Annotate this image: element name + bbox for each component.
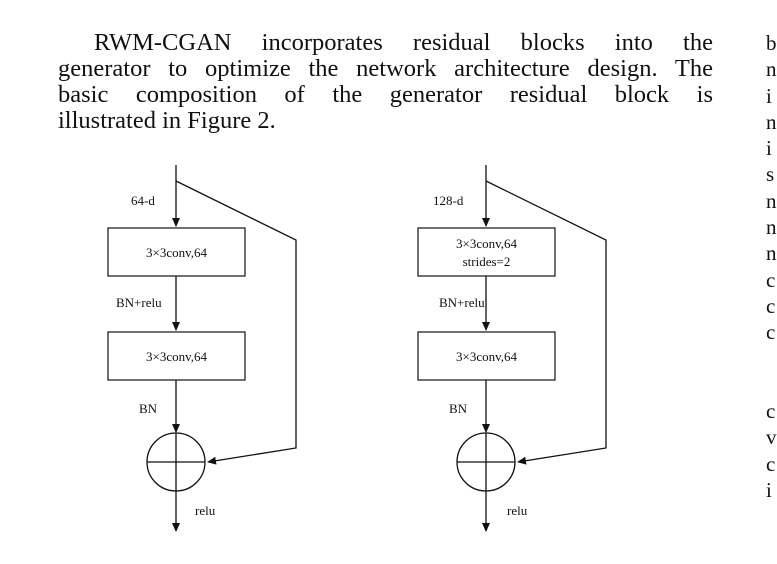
paragraph-line: RWM-CGAN incorporates residual blocks in… xyxy=(94,29,713,56)
right-skip-connection xyxy=(485,180,607,465)
right-conv1-box xyxy=(417,227,556,277)
right-out-label: relu xyxy=(507,503,528,518)
left-conv1-box xyxy=(107,227,246,277)
right-input-label: 128-d xyxy=(433,193,464,208)
paragraph-line: generator to optimize the network archit… xyxy=(58,55,713,82)
left-conv2-label: 3×3conv,64 xyxy=(146,349,208,364)
right-mid-label: BN+relu xyxy=(439,295,485,310)
right-column-fragment: c xyxy=(766,451,776,476)
left-skip-connection xyxy=(175,180,297,465)
paragraph-line: basic composition of the generator resid… xyxy=(58,81,713,108)
right-column-fragment: c xyxy=(766,399,776,424)
right-column-fragment: s xyxy=(766,162,775,187)
left-conv1-label: 3×3conv,64 xyxy=(146,245,208,260)
left-mid-label: BN+relu xyxy=(116,295,162,310)
right-conv2-box xyxy=(417,331,556,381)
right-column-fragment: c xyxy=(766,267,776,292)
right-column-fragment: i xyxy=(766,478,772,503)
right-residual-block: 128-d 3×3conv,64 strides=2 BN+relu 3×3co… xyxy=(417,165,607,532)
left-residual-block: 64-d 3×3conv,64 BN+relu 3×3conv,64 BN re… xyxy=(107,165,297,532)
left-conv2-box xyxy=(107,331,246,381)
right-column-fragment: c xyxy=(766,320,776,345)
right-column-fragment: n xyxy=(766,57,777,82)
right-column-fragment: c xyxy=(766,293,776,318)
right-conv2-label: 3×3conv,64 xyxy=(456,349,518,364)
left-out-label: relu xyxy=(195,503,216,518)
right-column-fragment: i xyxy=(766,83,772,108)
right-column-fragment: i xyxy=(766,136,772,161)
right-column-fragment: n xyxy=(766,109,777,134)
right-conv1-label-line1: 3×3conv,64 xyxy=(456,236,518,251)
right-column-cutoff-text: b n i n i s n n n c c c c v c i xyxy=(766,30,777,503)
right-bn-label: BN xyxy=(449,401,468,416)
body-paragraph: RWM-CGAN incorporates residual blocks in… xyxy=(58,30,713,134)
right-column-fragment: n xyxy=(766,215,777,240)
right-conv1-label-line2: strides=2 xyxy=(463,254,511,269)
paragraph-line: illustrated in Figure 2. xyxy=(58,107,276,134)
left-bn-label: BN xyxy=(139,401,158,416)
right-column-fragment: v xyxy=(766,425,777,450)
left-input-label: 64-d xyxy=(131,193,155,208)
right-column-fragment: b xyxy=(766,31,777,55)
right-column-fragment: n xyxy=(766,188,777,213)
right-column-fragment: n xyxy=(766,241,777,266)
